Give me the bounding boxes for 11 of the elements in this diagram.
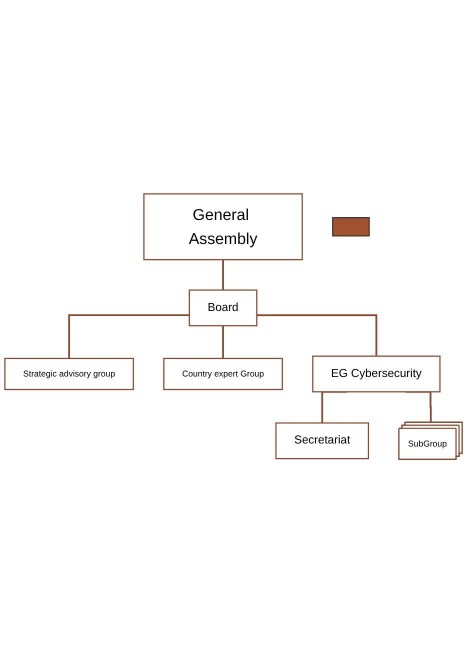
connector <box>222 258 224 290</box>
connector <box>222 324 224 358</box>
node-box: Strategic advisory group <box>4 358 134 390</box>
node-box <box>332 216 370 236</box>
node-box: Board <box>188 289 258 326</box>
connector <box>256 314 378 356</box>
node-box: Country expert Group <box>163 358 283 390</box>
node-box: General Assembly <box>143 193 303 260</box>
node-box: Secretariat <box>275 422 370 460</box>
connector <box>68 314 190 358</box>
node-box: EG Cybersecurity <box>312 355 441 392</box>
